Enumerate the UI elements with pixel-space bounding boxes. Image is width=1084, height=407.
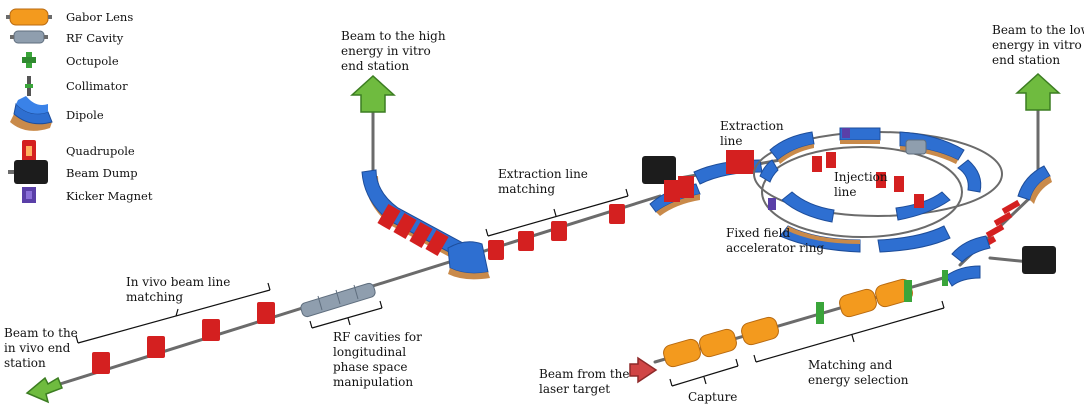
in-vivo-quadrupoles <box>92 302 275 374</box>
ffa-ring <box>753 127 1003 253</box>
laser-label-line1: Beam from the <box>539 367 630 381</box>
capture-label: Capture <box>688 390 738 404</box>
laser-label-line2: laser target <box>539 382 611 396</box>
extraction-section <box>642 150 763 216</box>
in-vivo-matching-bracket <box>77 289 271 344</box>
legend-gabor-lens-label: Gabor Lens <box>66 10 134 24</box>
in-vivo-arrow <box>25 376 63 404</box>
low-energy-label-line1: Beam to the low <box>992 23 1084 37</box>
high-energy-label-line3: end station <box>341 59 410 73</box>
low-energy-arrow <box>1015 72 1061 111</box>
beam-dump-legend-icon <box>8 160 48 184</box>
rf-cavity-legend-icon <box>10 30 48 44</box>
ffa-ring-label-line2: accelerator ring <box>726 241 825 255</box>
rf-label-line1: RF cavities for <box>333 330 422 344</box>
capture-bracket <box>671 365 739 387</box>
collimator-legend-icon <box>25 76 33 96</box>
ffa-ring-label-line1: Fixed field <box>726 226 791 240</box>
injection-line-label-line1: Injection <box>834 170 888 184</box>
extraction-matching-quadrupoles <box>488 204 625 260</box>
in-vivo-end-label-line2: in vivo end <box>4 341 71 355</box>
rf-cavities-bracket <box>311 307 383 329</box>
in-vivo-matching-label-line1: In vivo beam line <box>126 275 231 289</box>
matching-selection-bracket <box>755 307 945 363</box>
rf-label-line3: phase space <box>333 360 408 374</box>
quadrupole-legend-icon <box>22 140 36 162</box>
high-energy-quadrupoles <box>377 203 449 257</box>
rf-cavities <box>300 282 376 318</box>
legend-beam-dump-label: Beam Dump <box>66 166 138 180</box>
injection-line-label-line2: line <box>834 185 857 199</box>
high-energy-label-line1: Beam to the high <box>341 29 446 43</box>
high-energy-arrow <box>350 74 396 113</box>
low-energy-label-line3: end station <box>992 53 1061 67</box>
arrows <box>25 72 1061 404</box>
in-vivo-matching-label-line2: matching <box>126 290 184 304</box>
gabor-lens-legend-icon <box>6 8 52 26</box>
legend-dipole-label: Dipole <box>66 108 104 122</box>
brackets <box>75 188 945 387</box>
extraction-matching-label-line2: matching <box>498 182 556 196</box>
rf-label-line2: longitudinal <box>333 345 407 359</box>
extraction-matching-bracket <box>487 195 629 237</box>
octupole-legend-icon <box>22 52 36 68</box>
high-energy-label-line2: energy in vitro <box>341 44 431 58</box>
kicker-magnet-legend-icon <box>22 187 36 203</box>
legend <box>6 8 53 203</box>
legend-rf-cavity-label: RF Cavity <box>66 31 124 45</box>
legend-quadrupole-label: Quadrupole <box>66 144 135 158</box>
matching-selection-label-line2: energy selection <box>808 373 909 387</box>
high-energy-bend <box>361 169 490 280</box>
low-energy-label-line2: energy in vitro <box>992 38 1082 52</box>
laser-input-arrow <box>629 356 658 384</box>
legend-kicker-magnet-label: Kicker Magnet <box>66 189 153 203</box>
in-vivo-end-label-line1: Beam to the <box>4 326 78 340</box>
in-vivo-end-label-line3: station <box>4 356 46 370</box>
legend-collimator-label: Collimator <box>66 79 128 93</box>
capture-line <box>663 278 913 368</box>
legend-octupole-label: Octupole <box>66 54 119 68</box>
rf-label-line4: manipulation <box>333 375 414 389</box>
extraction-matching-label-line1: Extraction line <box>498 167 588 181</box>
matching-selection-label-line1: Matching and <box>808 358 893 372</box>
dipole-legend-icon <box>10 96 53 131</box>
low-energy-bend <box>942 165 1056 287</box>
extraction-line-label-line2: line <box>720 134 743 148</box>
extraction-line-label-line1: Extraction <box>720 119 784 133</box>
